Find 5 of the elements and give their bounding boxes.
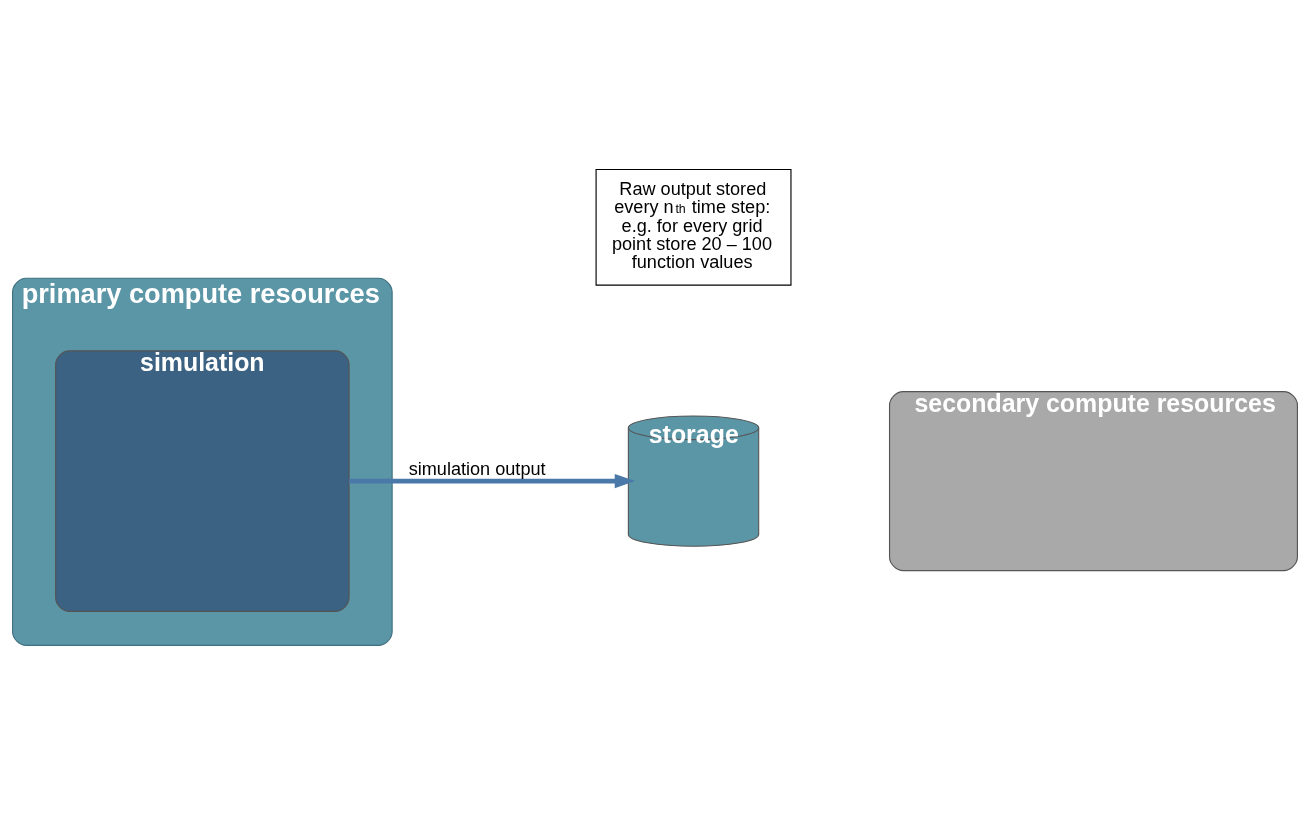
node-box: Raw output stored every nth time step: e.g. for every grid point store 20 – 100 function values [595,168,792,286]
node-box: secondary compute resources [888,391,1298,572]
arrow [349,473,636,489]
node-box: simulation [55,350,350,612]
edge-label: simulation output [408,459,546,480]
